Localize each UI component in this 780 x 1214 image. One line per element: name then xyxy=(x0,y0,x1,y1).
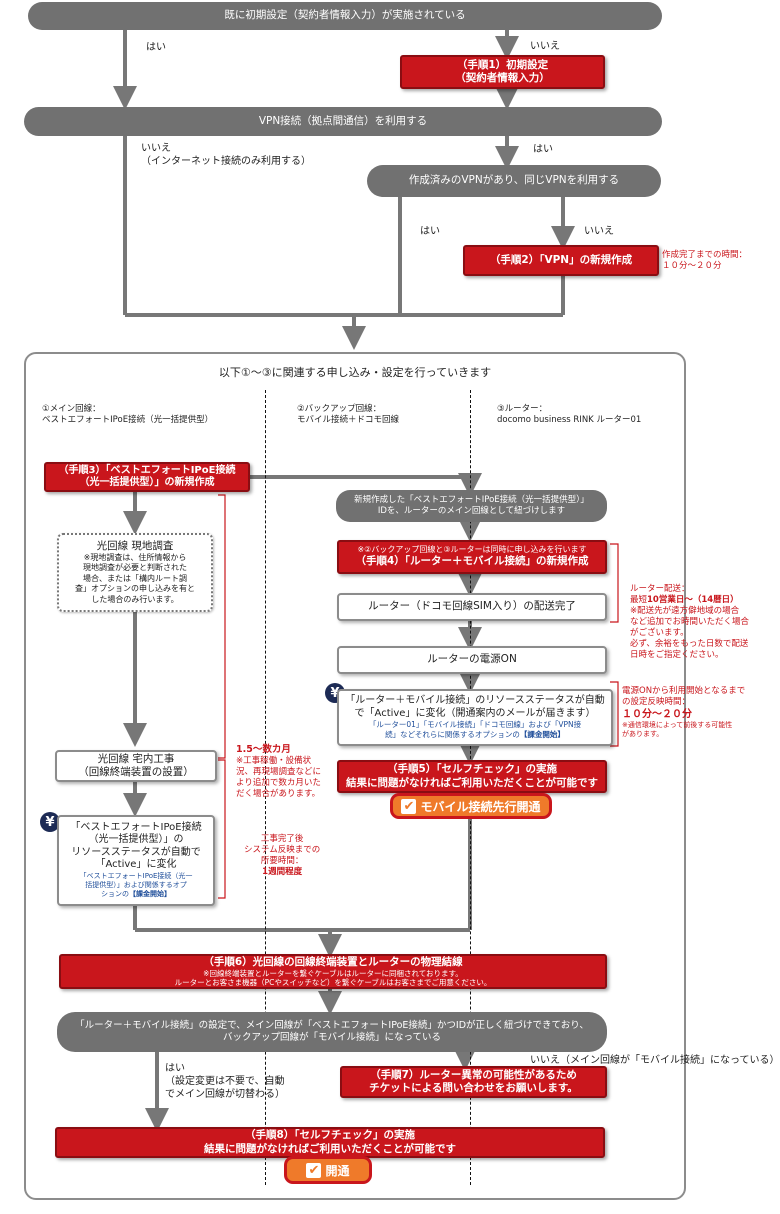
decision-existing-vpn: 作成済みのVPNがあり、同じVPNを利用する xyxy=(367,165,661,197)
step1-initial-setup: （手順1）初期設定 （契約者情報入力） xyxy=(400,55,605,89)
mobile-open-badge: ✔ モバイル接続先行開通 xyxy=(390,793,552,819)
step2-time-note: 作成完了までの時間： １０分～２０分 xyxy=(662,250,748,272)
fiber-active-status: 「ベストエフォートIPoE接続 （光一括提供型）」の リソースステータスが自動で… xyxy=(57,815,215,906)
yen-icon: ¥ xyxy=(40,812,60,832)
home-construction: 光回線 宅内工事 （回線終端装置の設置） xyxy=(55,750,217,782)
step3-ipoe-create: （手順3）「ベストエフォートIPoE接続 （光一括提供型）」の新規作成 xyxy=(44,462,250,492)
column-backup-line: ②バックアップ回線： モバイル接続＋ドコモ回線 xyxy=(297,404,400,426)
decision-vpn-use: VPN接続（拠点間通信）を利用する xyxy=(24,107,662,136)
open-badge: ✔ 開通 xyxy=(284,1156,372,1184)
check-icon: ✔ xyxy=(306,1162,322,1178)
step2-vpn-create: （手順2）「VPN」の新規作成 xyxy=(463,245,659,276)
router-delivery-note: ルーター配送： 最短10営業日～（14暦日） ※配送先が遠方僻地域の場合 など追… xyxy=(630,584,750,661)
router-power-on: ルーターの電源ON xyxy=(337,646,607,674)
main-line-binding-note: 新規作成した「ベストエフォートIPoE接続（光一括提供型）」 IDを、ルーターの… xyxy=(336,490,607,522)
label-no-mobile-main: いいえ（メイン回線が「モバイル接続」になっている） xyxy=(530,1055,780,1066)
container-title: 以下①～③に関連する申し込み・設定を行っていきます xyxy=(218,366,492,379)
step7-router-inquiry: （手順7）ルーター異常の可能性があるため チケットによる問い合わせをお願いします… xyxy=(340,1066,607,1098)
column-router: ③ルーター： docomo business RINK ルーター01 xyxy=(497,404,642,426)
step5-self-check: （手順5）「セルフチェック」の実施 結果に問題がなければご利用いただくことが可能… xyxy=(337,760,607,793)
decision-router-setting-check: 「ルーター＋モバイル接続」の設定で、メイン回線が「ベストエフォートIPoE接続」… xyxy=(57,1012,607,1052)
home-construction-note: 1.5～数カ月 ※工事稼働・設備状 況、再現場調査などに より追加で数カ月いた … xyxy=(236,744,322,800)
label-no-internet-only: いいえ （インターネット接続のみ利用する） xyxy=(141,143,311,167)
onsite-survey: 光回線 現地調査 ※現地調査は、住所情報から 現地調査が必要と判断された 場合、… xyxy=(57,533,213,612)
label-yes: はい xyxy=(533,144,553,155)
check-icon: ✔ xyxy=(401,798,417,814)
power-on-time-note: 電源ONから利用開始となるまで の設定反映時間： １０分～２０分 ※通信環境によ… xyxy=(622,686,746,739)
label-no: いいえ xyxy=(584,226,614,237)
label-yes: はい xyxy=(146,42,166,53)
decision-initial-setup-done: 既に初期設定（契約者情報入力）が実施されている xyxy=(28,2,662,30)
label-no: いいえ xyxy=(530,41,560,52)
step4-router-mobile-create: ※②バックアップ回線と③ルーターは同時に申し込みを行います （手順4）「ルーター… xyxy=(337,540,607,574)
column-divider xyxy=(265,390,266,1185)
router-delivery-complete: ルーター（ドコモ回線SIM入り）の配送完了 xyxy=(337,593,607,621)
label-yes: はい xyxy=(420,226,440,237)
construction-time-note: 工事完了後 システム反映までの 所要時間： 1週間程度 xyxy=(244,834,321,878)
step6-physical-connection: （手順6）光回線の回線終端装置とルーターの物理結線 ※回線終端装置とルーターを繋… xyxy=(59,954,607,989)
application-container xyxy=(24,352,686,1200)
router-active-status: 「ルーター＋モバイル接続」のリソースステータスが自動 で「Active」に変化（… xyxy=(337,689,613,746)
label-yes-auto-switch: はい （設定変更は不要で、自動 でメイン回線が切替わる） xyxy=(165,1063,285,1100)
step8-self-check: （手順8）「セルフチェック」の実施 結果に問題がなければご利用いただくことが可能… xyxy=(55,1127,605,1158)
column-main-line: ①メイン回線： ベストエフォートIPoE接続（光一括提供型） xyxy=(42,404,214,426)
